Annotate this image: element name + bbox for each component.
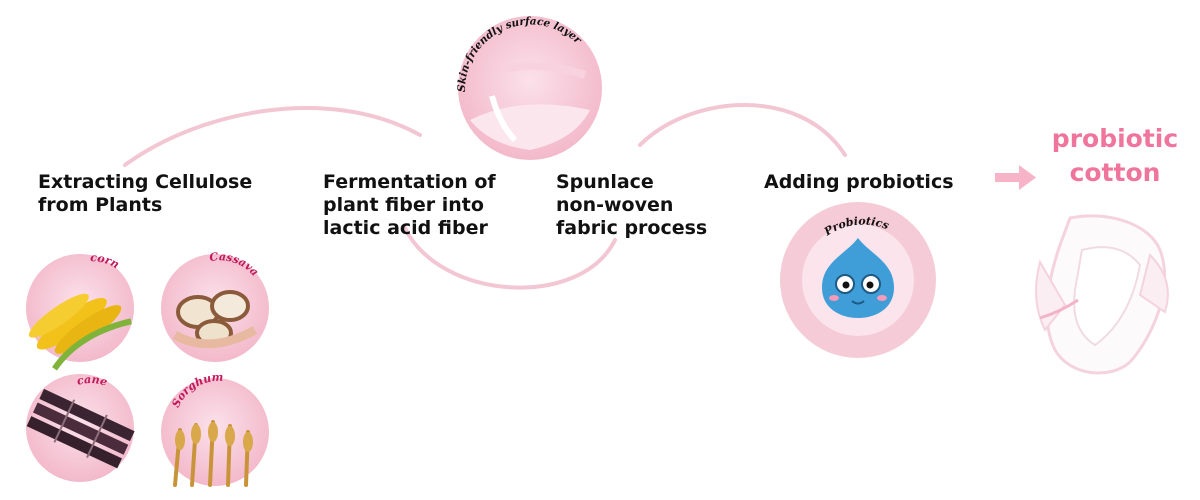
process-curve-2	[403, 226, 617, 290]
corn-icon	[26, 254, 134, 371]
sorghum-icon	[161, 378, 269, 487]
result-label: probiotic cotton	[1040, 122, 1190, 190]
surface-layer-icon	[458, 16, 602, 160]
process-curve-3	[638, 103, 847, 157]
cassava-icon	[161, 254, 269, 362]
right-arrow-icon	[995, 165, 1036, 190]
result-label-line2: cotton	[1069, 158, 1161, 187]
step-adding-probiotics: Adding probiotics	[764, 171, 954, 193]
step-fermentation: Fermentation of plant fiber into lactic …	[323, 171, 496, 239]
step-extracting-cellulose: Extracting Cellulose from Plants	[38, 171, 253, 216]
sugar-cane-icon	[26, 374, 135, 482]
result-label-line1: probiotic	[1051, 124, 1179, 153]
sanitary-pad-icon	[1035, 214, 1169, 375]
process-curve-1	[123, 106, 422, 167]
step-spunlace: Spunlace non-woven fabric process	[556, 171, 708, 239]
probiotic-mascot-icon	[780, 202, 936, 358]
